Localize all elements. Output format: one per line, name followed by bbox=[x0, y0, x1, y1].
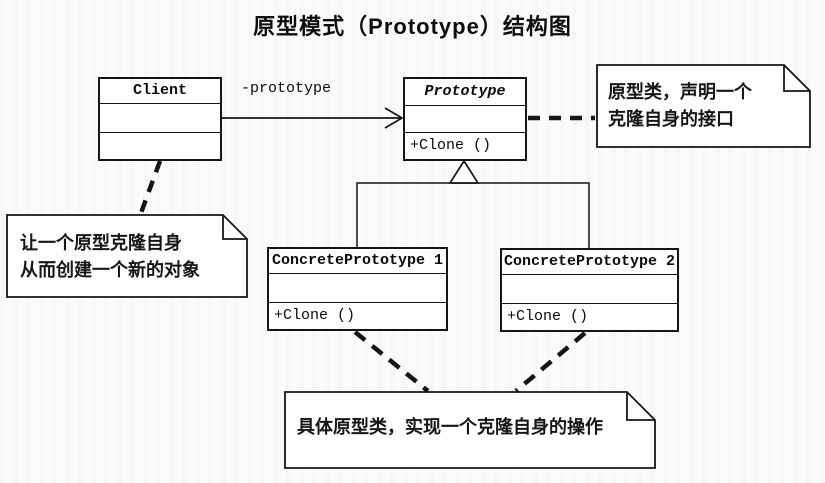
client-note-line2: 从而创建一个新的对象 bbox=[20, 260, 200, 280]
class-methods-concrete2: +Clone () bbox=[507, 308, 589, 325]
class-attributes-concrete1 bbox=[269, 274, 446, 303]
class-attributes-client bbox=[100, 104, 220, 133]
class-box-prototype: Prototype +Clone () bbox=[403, 77, 527, 161]
class-box-client: Client bbox=[98, 77, 222, 161]
concrete-note-text: 具体原型类，实现一个克隆自身的操作 bbox=[297, 414, 603, 441]
client-note-line1: 让一个原型克隆自身 bbox=[20, 233, 182, 253]
client-note-dash bbox=[138, 160, 163, 214]
page-title: 原型模式（Prototype）结构图 bbox=[253, 14, 572, 39]
class-name-client: Client bbox=[100, 79, 220, 104]
client-note-text: 让一个原型克隆自身 从而创建一个新的对象 bbox=[20, 230, 200, 284]
class-name-prototype: Prototype bbox=[405, 79, 525, 106]
class-methods-client bbox=[100, 133, 220, 159]
prototype-note-line2: 克隆自身的接口 bbox=[608, 109, 734, 129]
association-arrowhead bbox=[384, 107, 404, 129]
concrete1-note-dash bbox=[353, 330, 430, 393]
class-attributes-concrete2 bbox=[502, 275, 677, 304]
class-box-concrete2: ConcretePrototype 2 +Clone () bbox=[500, 248, 679, 332]
concrete-note-line1: 具体原型类，实现一个克隆自身的操作 bbox=[297, 417, 603, 437]
prototype-note-line1: 原型类，声明一个 bbox=[608, 82, 752, 102]
class-methods-concrete1: +Clone () bbox=[274, 307, 356, 324]
prototype-note-text: 原型类，声明一个 克隆自身的接口 bbox=[608, 79, 752, 133]
class-methods-prototype: +Clone () bbox=[410, 137, 492, 154]
class-box-concrete1: ConcretePrototype 1 +Clone () bbox=[267, 247, 448, 331]
concrete2-note-dash bbox=[514, 331, 587, 393]
association-label: -prototype bbox=[241, 80, 332, 97]
class-name-concrete1: ConcretePrototype 1 bbox=[269, 249, 446, 274]
class-attributes-prototype bbox=[405, 106, 525, 133]
inheritance-triangle-icon bbox=[448, 159, 480, 184]
class-name-concrete2: ConcretePrototype 2 bbox=[502, 250, 677, 275]
inheritance-connector bbox=[356, 182, 590, 248]
